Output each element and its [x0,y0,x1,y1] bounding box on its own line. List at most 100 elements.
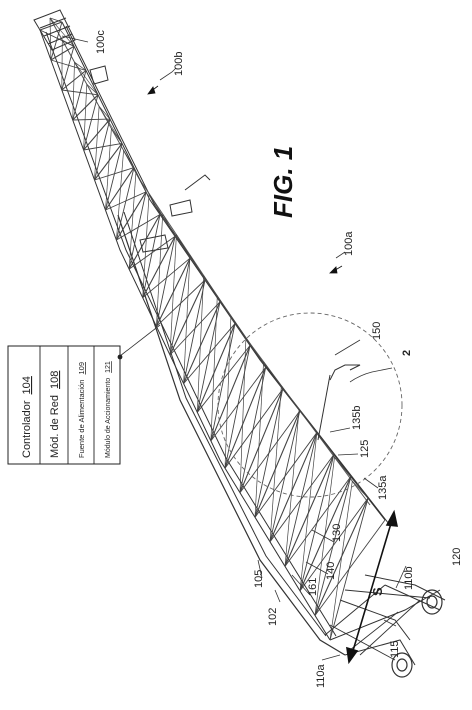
truss-member [135,172,147,193]
truss-member [284,409,300,567]
label-135b: 135b [351,406,363,430]
truss-member [183,301,221,384]
truss-member [352,480,369,499]
truss-member [299,454,335,592]
truss-member [316,433,335,455]
controller-row-4: Módulo de Accionamiento 121 [105,361,112,458]
truss-member [239,410,301,493]
truss-member [284,432,318,567]
truss-member [269,454,335,543]
label-102: 102 [267,608,279,626]
detail-circle-2 [217,312,403,498]
controller-connector-dot [117,354,123,360]
truss-member [115,167,135,241]
truss-member [169,258,191,356]
truss-member [74,62,99,95]
label-100a: 100a [343,231,355,256]
end-frame [324,584,441,666]
cable-150 [317,364,361,441]
label-2: 2 [401,350,413,356]
reference-labels: 100c 100b 100a 150 2 135b 125 135a 130 1… [95,30,463,688]
truss-member [49,17,52,61]
truss-member [334,457,369,499]
truss-member [196,323,236,413]
truss-member [115,191,147,241]
truss-member [210,345,251,442]
label-110a: 110a [315,663,327,688]
truss-member [299,476,352,592]
truss-member [281,385,301,412]
leader-lines [61,35,407,661]
end-frame-brace [329,599,421,661]
truss-member [314,519,386,616]
truss-member [169,279,206,356]
label-161: 161 [307,578,319,596]
controller-row-1: Controlador 104 [21,376,33,458]
truss-member [169,234,177,356]
truss-member [156,214,164,327]
controller-box-columns [39,346,95,464]
truss-member [128,172,137,270]
truss-member [224,316,232,469]
truss-member [183,279,206,384]
truss-member [116,150,124,241]
truss-member [155,236,176,327]
truss-member [217,295,236,324]
truss-member [94,106,100,181]
label-110b: 110b [403,566,415,590]
truss-member [105,167,135,211]
truss-member [196,275,204,413]
truss-member [269,432,318,543]
truss-member [83,118,111,151]
truss-member [98,106,111,120]
truss-member [299,497,369,592]
truss-member [239,337,247,493]
truss-member [83,84,88,151]
truss-member [61,40,63,91]
truss-member [210,295,218,441]
figure-title: FIG. 1 [268,146,298,218]
controller-row-3: Fuente de Alimentación 109 [77,362,86,458]
truss-member [254,361,264,518]
truss-member [284,454,335,567]
controller-row-2: Mód. de Red 108 [49,371,61,458]
truss-member [98,106,123,144]
truss-member [94,143,123,181]
boom-tip-detail [33,9,211,253]
truss-member [245,337,266,368]
label-s: S [370,587,385,596]
truss-member [239,388,284,493]
controller-box: Controlador 104 Mód. de Red 108 Fuente d… [7,345,123,465]
truss-member [74,61,87,71]
label-120: 120 [451,548,463,566]
end-frame-top [364,574,446,611]
truss-member [105,128,112,211]
truss-member [128,191,147,270]
truss-member [210,323,236,441]
truss-member [269,385,282,542]
truss-member [254,432,318,518]
truss-member [299,433,318,591]
label-140: 140 [325,562,337,580]
direction-arrow-s [346,509,399,665]
truss-member [83,94,99,151]
truss-member [329,481,353,641]
controller-box-frame [7,345,121,465]
label-130: 130 [331,524,343,542]
base-rail-2 [123,211,327,637]
truss-member [224,345,251,469]
truss-member [86,84,99,96]
truss-member [142,193,150,298]
label-125: 125 [359,440,371,458]
reference-arrows [147,85,343,274]
truss-member [142,214,161,298]
truss-member [224,367,267,469]
truss-member [39,21,63,31]
base-rail [117,214,346,656]
truss-member [49,17,63,23]
truss-member [239,367,267,493]
truss-member [284,476,352,567]
truss-member [314,476,352,616]
truss-member [254,410,301,518]
